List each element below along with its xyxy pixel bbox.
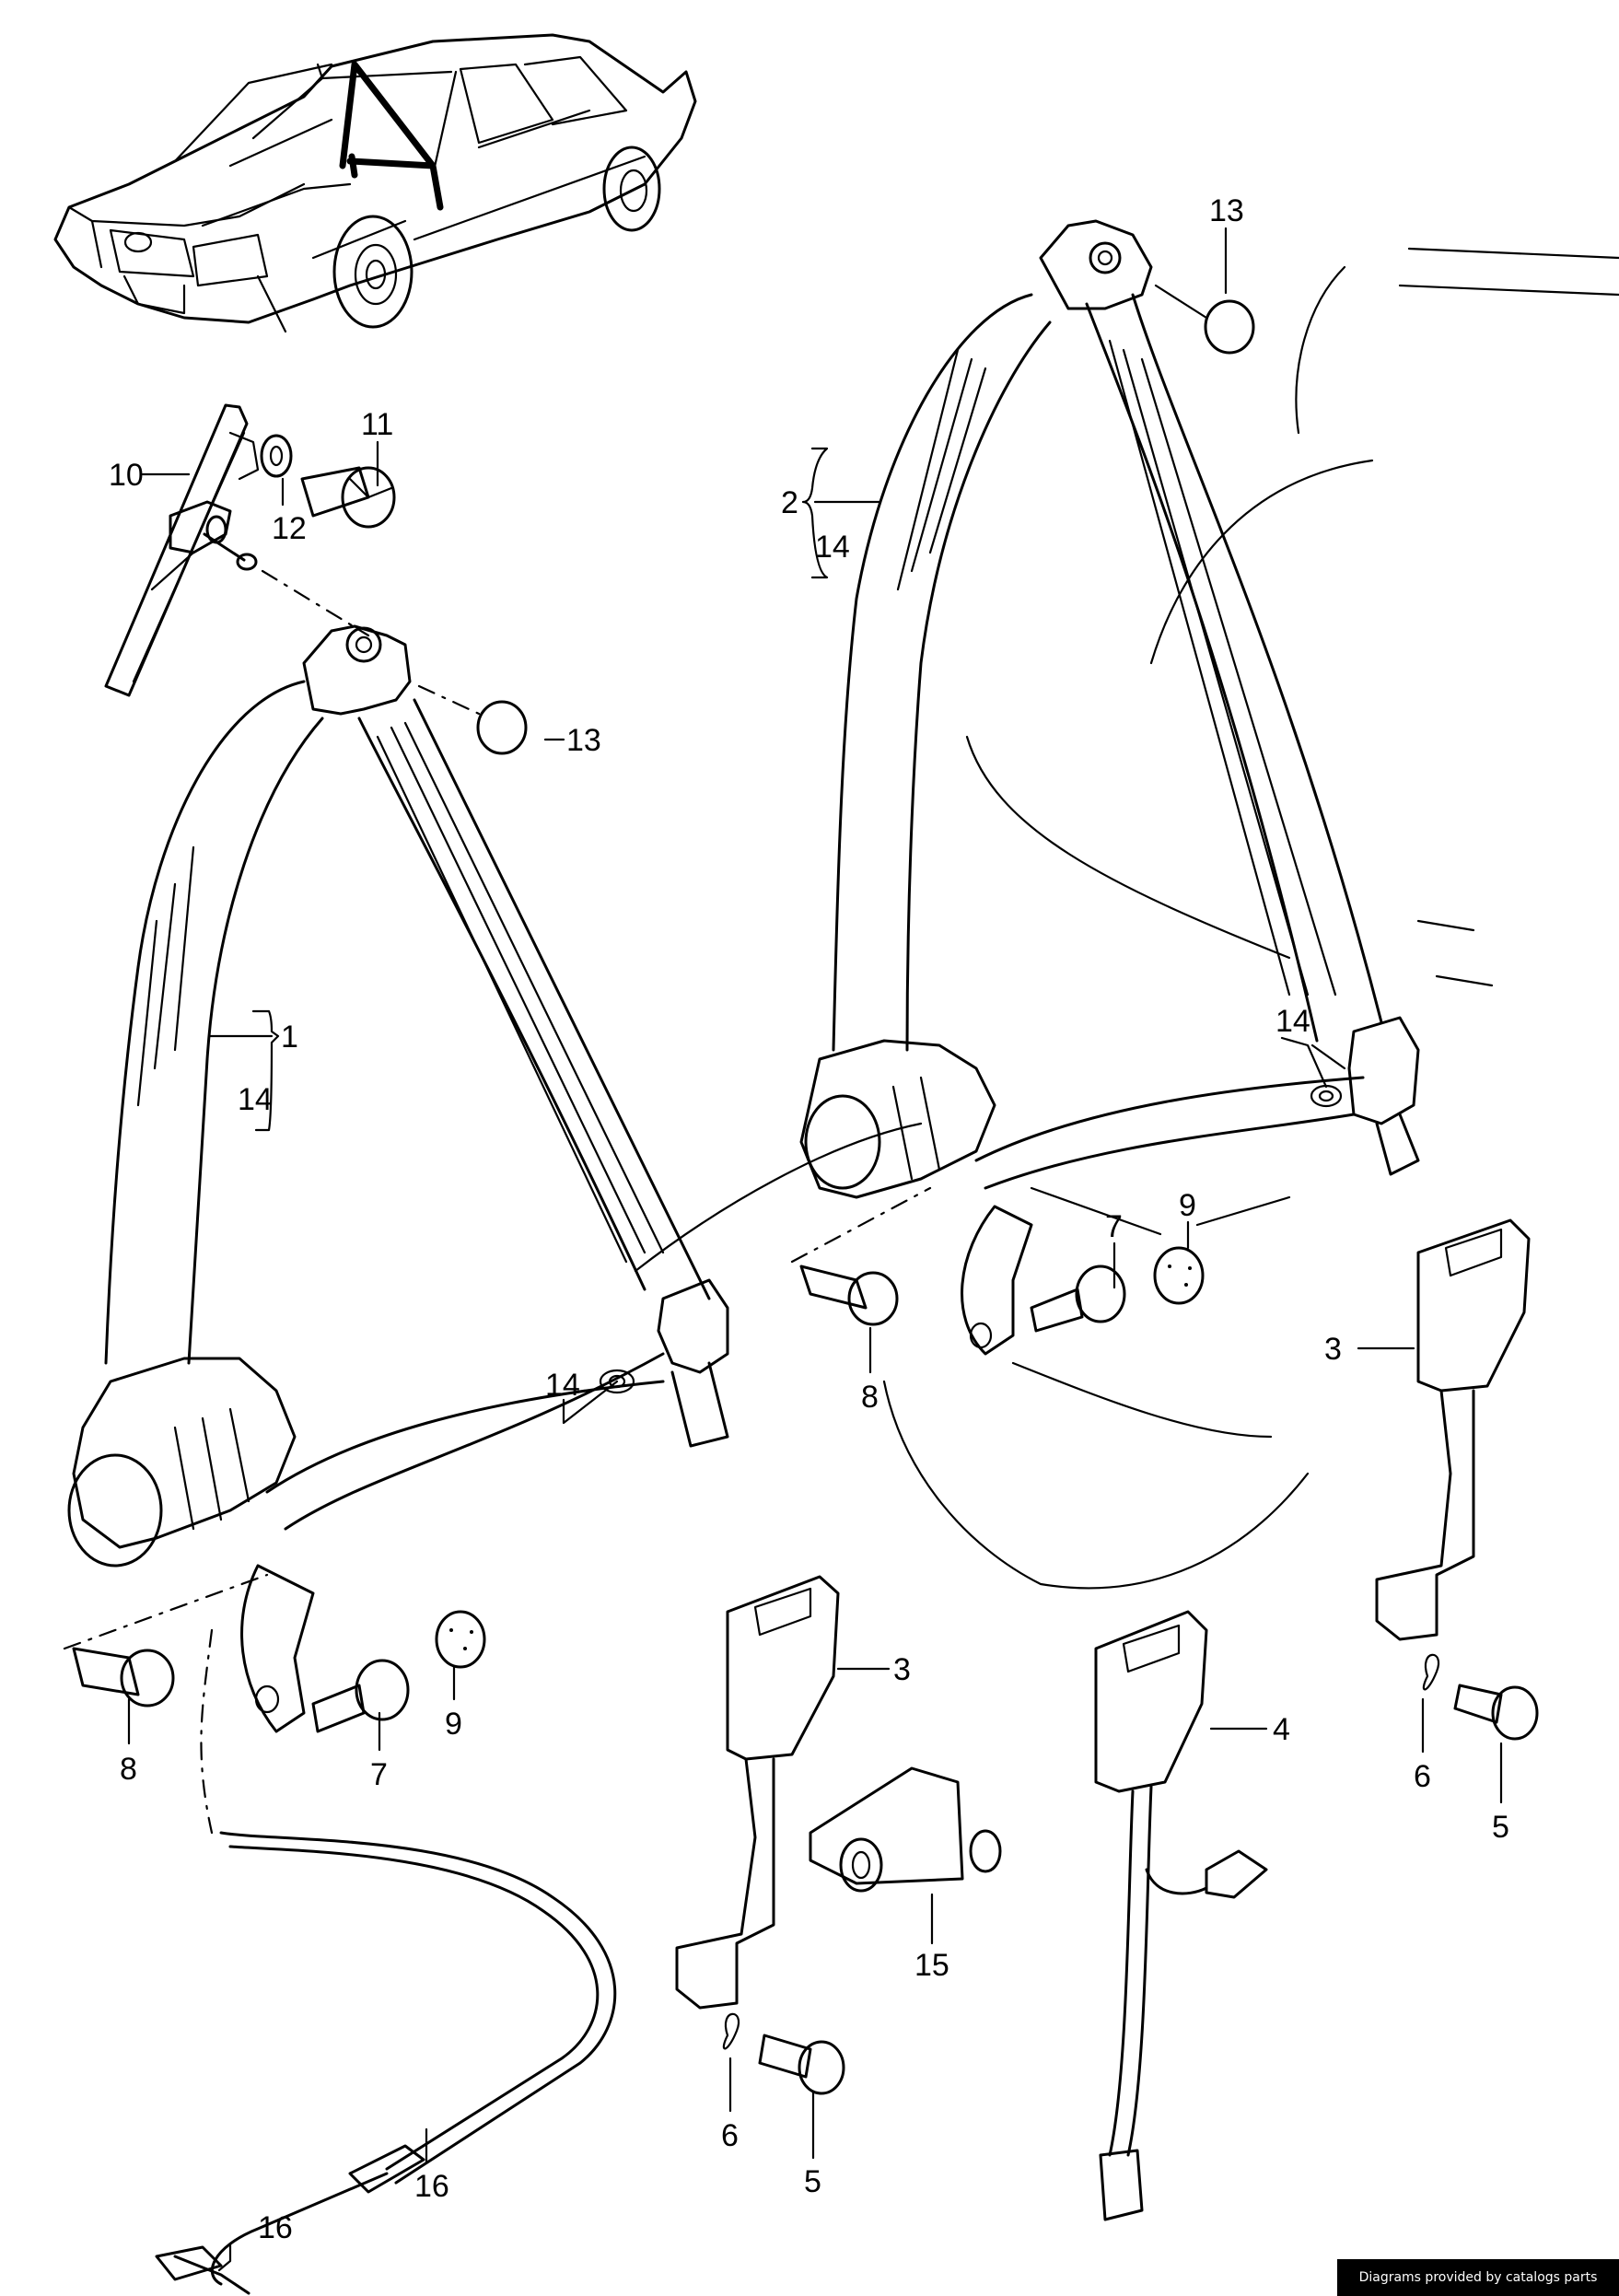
clip-part-6-right bbox=[1422, 1653, 1439, 1691]
callout-6-center: 6 bbox=[721, 2118, 739, 2153]
callout-12: 12 bbox=[272, 511, 307, 546]
callout-11: 11 bbox=[361, 407, 393, 442]
terminal-part-16-a bbox=[348, 2144, 425, 2194]
cap-part-9-left bbox=[435, 1610, 486, 1669]
height-adjuster-rail bbox=[104, 403, 370, 697]
callout-4: 4 bbox=[1273, 1712, 1290, 1747]
bracket-part-15 bbox=[809, 1766, 1002, 1893]
clip-part-6-center bbox=[722, 2012, 740, 2050]
callout-3-right: 3 bbox=[1324, 1332, 1342, 1367]
leader-lines bbox=[127, 227, 1503, 2272]
callout-16-upper: 16 bbox=[414, 2169, 449, 2204]
seat-belt-right-part-2 bbox=[799, 219, 1420, 1356]
callout-8-left: 8 bbox=[120, 1752, 137, 1787]
bolt-part-7-right bbox=[1030, 1265, 1126, 1333]
buckle-part-3-center bbox=[675, 1575, 840, 2010]
callout-5-right: 5 bbox=[1492, 1810, 1509, 1845]
callout-14-under-1: 14 bbox=[238, 1082, 273, 1117]
credit-footer: Diagrams provided by catalogs parts bbox=[1337, 2259, 1619, 2296]
seat-outline bbox=[634, 247, 1619, 1590]
callout-14-under-2: 14 bbox=[815, 530, 850, 565]
bolt-part-11 bbox=[300, 466, 396, 529]
buckle-part-3-right bbox=[1375, 1218, 1531, 1641]
nut-part-13-left bbox=[417, 684, 528, 755]
car-overview-illustration bbox=[53, 33, 697, 333]
assembly-line-right bbox=[790, 1186, 932, 1264]
callout-9-right: 9 bbox=[1179, 1188, 1196, 1223]
buckle-part-4 bbox=[1094, 1610, 1268, 2221]
bolt-part-8-left bbox=[72, 1647, 175, 1707]
wiring-cable bbox=[173, 1831, 617, 2295]
callout-10: 10 bbox=[109, 458, 144, 493]
assembly-line-left bbox=[63, 1573, 269, 1650]
bolt-part-5-right bbox=[1453, 1684, 1539, 1741]
callout-6-right: 6 bbox=[1414, 1759, 1431, 1794]
seat-belt-left-part-1 bbox=[67, 624, 729, 1733]
callout-8-right: 8 bbox=[861, 1380, 879, 1415]
credit-text: Diagrams provided by catalogs parts bbox=[1358, 2270, 1598, 2285]
callout-16-lower: 16 bbox=[258, 2210, 293, 2245]
bolt-part-8-right bbox=[799, 1265, 899, 1326]
callout-1: 1 bbox=[281, 1020, 298, 1055]
callout-13-left: 13 bbox=[566, 723, 601, 758]
callout-9-left: 9 bbox=[445, 1707, 462, 1742]
terminal-part-16-b bbox=[155, 2245, 223, 2281]
callout-13-right: 13 bbox=[1209, 193, 1244, 228]
callout-14-left-lap: 14 bbox=[545, 1368, 580, 1403]
callout-7-left: 7 bbox=[370, 1757, 388, 1792]
callout-14-right-lap: 14 bbox=[1275, 1004, 1310, 1039]
callout-15: 15 bbox=[914, 1948, 949, 1983]
callout-3-center: 3 bbox=[893, 1652, 911, 1687]
callout-5-center: 5 bbox=[804, 2164, 821, 2199]
bolt-part-5-center bbox=[758, 2034, 845, 2095]
cap-part-9-right bbox=[1153, 1246, 1205, 1305]
callout-2: 2 bbox=[781, 485, 798, 520]
cable-dash-line bbox=[200, 1628, 214, 1835]
nut-part-13-right bbox=[1154, 284, 1255, 355]
bolt-part-7-left bbox=[311, 1659, 410, 1733]
washer-part-12 bbox=[260, 434, 293, 478]
callout-7-right: 7 bbox=[1105, 1209, 1123, 1244]
